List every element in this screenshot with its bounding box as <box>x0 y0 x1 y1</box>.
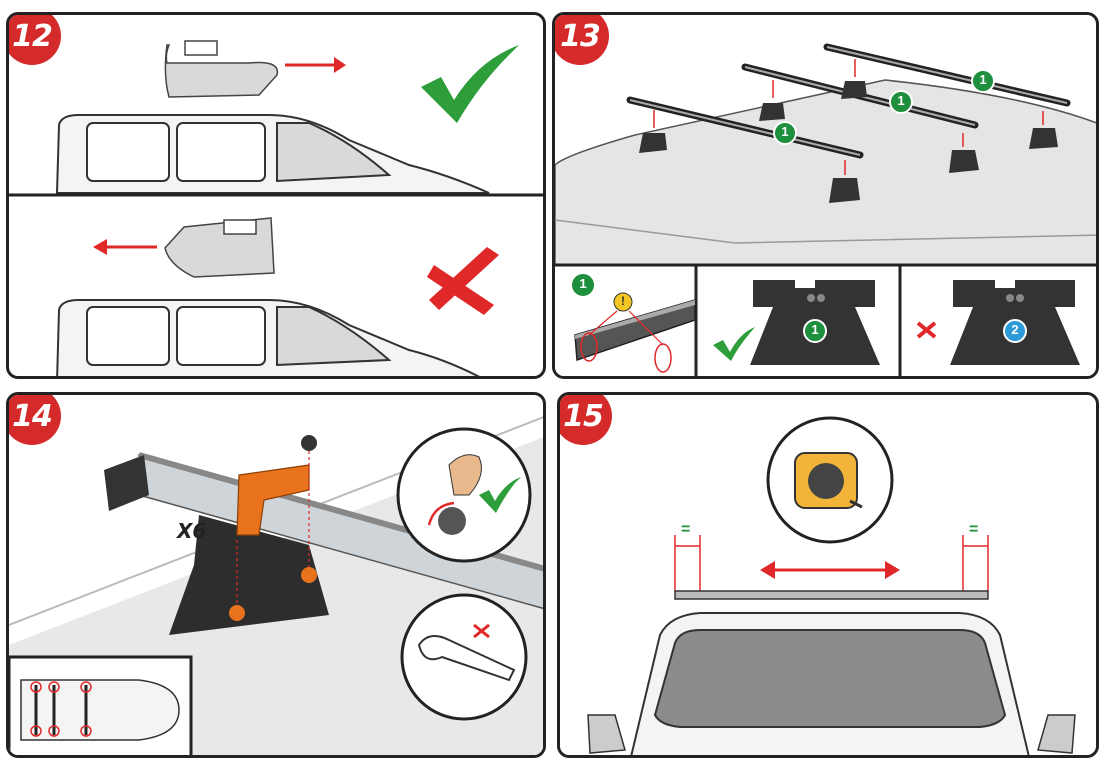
wrench-detail <box>400 593 528 721</box>
warning-icon <box>613 292 633 312</box>
double-arrow-icon <box>760 561 900 579</box>
equal-distance-left: = <box>681 521 691 538</box>
end-cap <box>104 455 149 511</box>
cross-icon <box>473 623 490 639</box>
panel-step-12: 12 <box>6 12 546 379</box>
bar-number: 1 <box>897 93 905 108</box>
position-number-wrong: 2 <box>1011 322 1019 337</box>
hand-tightening-detail <box>396 427 532 563</box>
arrow-left-icon <box>93 239 157 255</box>
position-number-correct: 1 <box>811 322 819 337</box>
panel-step-14: 14 X6 <box>6 392 546 758</box>
measurement-left <box>674 535 701 591</box>
bar-number: 1 <box>781 124 789 139</box>
step-number-badge: 14 <box>9 395 61 445</box>
van-top-view <box>20 679 180 741</box>
cross-icon <box>916 321 937 339</box>
bar-number-labels <box>773 69 995 145</box>
check-icon <box>713 327 755 361</box>
check-icon <box>479 477 521 513</box>
wrench-icon <box>417 635 516 682</box>
step-14-illustration <box>9 416 543 755</box>
panel-step-13: 13 1 1 1 1 ! 1 2 <box>552 12 1099 379</box>
step-number-badge: 12 <box>9 15 61 65</box>
panel-step-15: 15 = = <box>557 392 1099 758</box>
step-13-illustration <box>555 43 1096 376</box>
detail-number-badge <box>570 272 596 298</box>
step-number-badge: 15 <box>560 395 612 445</box>
detail-number: 1 <box>579 276 587 291</box>
tape-measure-icon <box>766 416 894 544</box>
bolts <box>229 435 317 621</box>
cross-icon <box>427 247 499 315</box>
arrow-right-icon <box>285 57 346 73</box>
hand-icon <box>448 454 482 496</box>
measurement-right <box>962 535 989 591</box>
check-icon <box>421 45 519 123</box>
bar-number: 1 <box>979 72 987 87</box>
step-12-illustration <box>9 40 543 376</box>
warning-label: ! <box>621 294 625 308</box>
plate-shape-wrong <box>164 217 275 278</box>
van-side-top <box>55 114 490 194</box>
roof-bar-front <box>674 590 989 600</box>
quantity-label: X6 <box>177 519 207 543</box>
van-side-bottom <box>56 299 480 376</box>
bar-end-detail <box>574 299 696 373</box>
equal-distance-right: = <box>969 521 979 538</box>
plate-shape-correct <box>164 40 279 98</box>
van-rear-view <box>587 612 1076 755</box>
step-15-illustration <box>587 416 1076 755</box>
step-number-badge: 13 <box>555 15 609 65</box>
roof-feet <box>639 81 1058 203</box>
roof-foot <box>169 515 329 635</box>
